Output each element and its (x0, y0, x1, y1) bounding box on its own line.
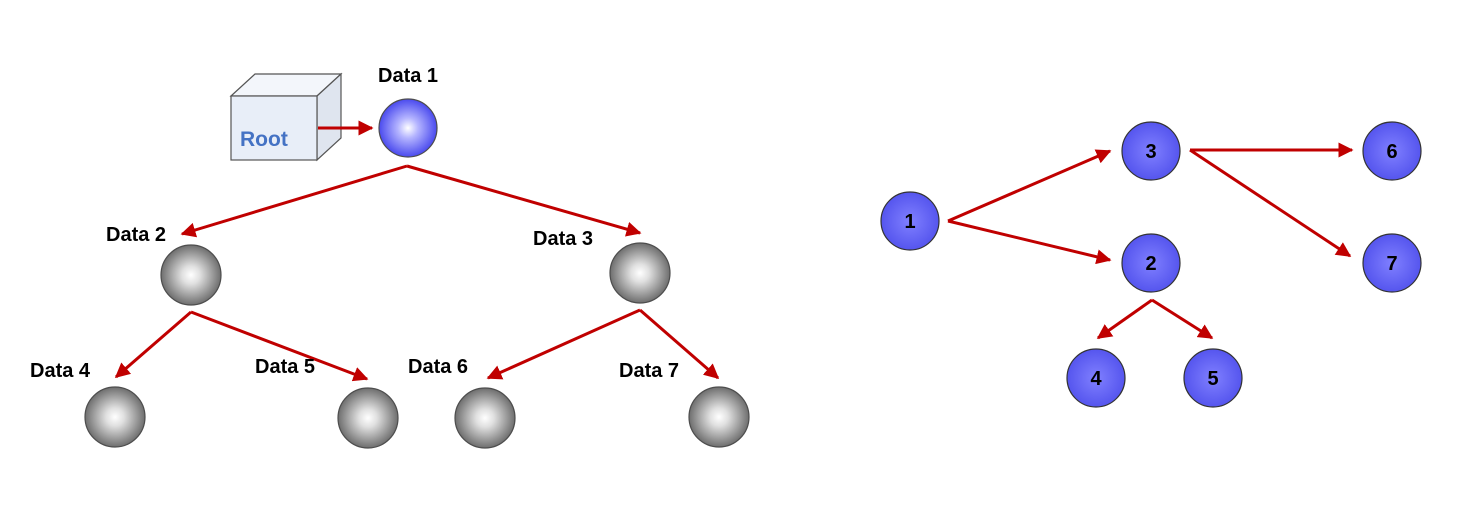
left-tree: Root Data 1 Data 2 Data 3 Data 4 Data 5 … (30, 65, 750, 449)
edge-2-5 (1151, 298, 1214, 340)
node-data-4 (84, 386, 146, 448)
graph-node-3: 3 (1121, 121, 1181, 181)
edge-3-7 (1189, 148, 1352, 258)
edge-d2-d4 (114, 310, 192, 379)
graph-node-4-label: 4 (1090, 368, 1102, 390)
edge-d2-d5 (190, 310, 369, 382)
graph-node-2-label: 2 (1145, 253, 1156, 275)
node-data-6 (454, 387, 516, 449)
graph-node-7: 7 (1362, 233, 1422, 293)
label-data-5: Data 5 (255, 356, 315, 378)
label-data-7: Data 7 (619, 360, 679, 382)
node-data-7 (688, 386, 750, 448)
node-data-5 (337, 387, 399, 449)
edge-d3-d7 (639, 308, 720, 380)
graph-node-4: 4 (1066, 348, 1126, 408)
graph-node-1-label: 1 (904, 211, 915, 233)
label-data-3: Data 3 (533, 228, 593, 250)
graph-node-5: 5 (1183, 348, 1243, 408)
edge-d3-d6 (486, 308, 641, 380)
node-data-3 (609, 242, 671, 304)
graph-node-1: 1 (880, 191, 940, 251)
edge-d1-d3 (406, 164, 642, 237)
graph-node-6: 6 (1362, 121, 1422, 181)
edge-d1-d2 (180, 164, 408, 238)
node-data-1 (378, 98, 438, 158)
graph-node-3-label: 3 (1145, 141, 1156, 163)
graph-node-6-label: 6 (1386, 141, 1397, 163)
graph-node-2: 2 (1121, 233, 1181, 293)
root-label: Root (240, 128, 288, 151)
node-data-2 (160, 244, 222, 306)
graph-node-7-label: 7 (1386, 253, 1397, 275)
label-data-1: Data 1 (378, 65, 438, 87)
label-data-2: Data 2 (106, 224, 166, 246)
right-graph: 1 2 3 4 5 6 7 (880, 121, 1422, 408)
edge-1-2 (947, 219, 1112, 265)
label-data-4: Data 4 (30, 360, 91, 382)
edge-2-4 (1096, 298, 1153, 340)
label-data-6: Data 6 (408, 356, 468, 378)
edge-1-3 (947, 149, 1112, 223)
root-box: Root (229, 72, 343, 162)
graph-node-5-label: 5 (1207, 368, 1218, 390)
